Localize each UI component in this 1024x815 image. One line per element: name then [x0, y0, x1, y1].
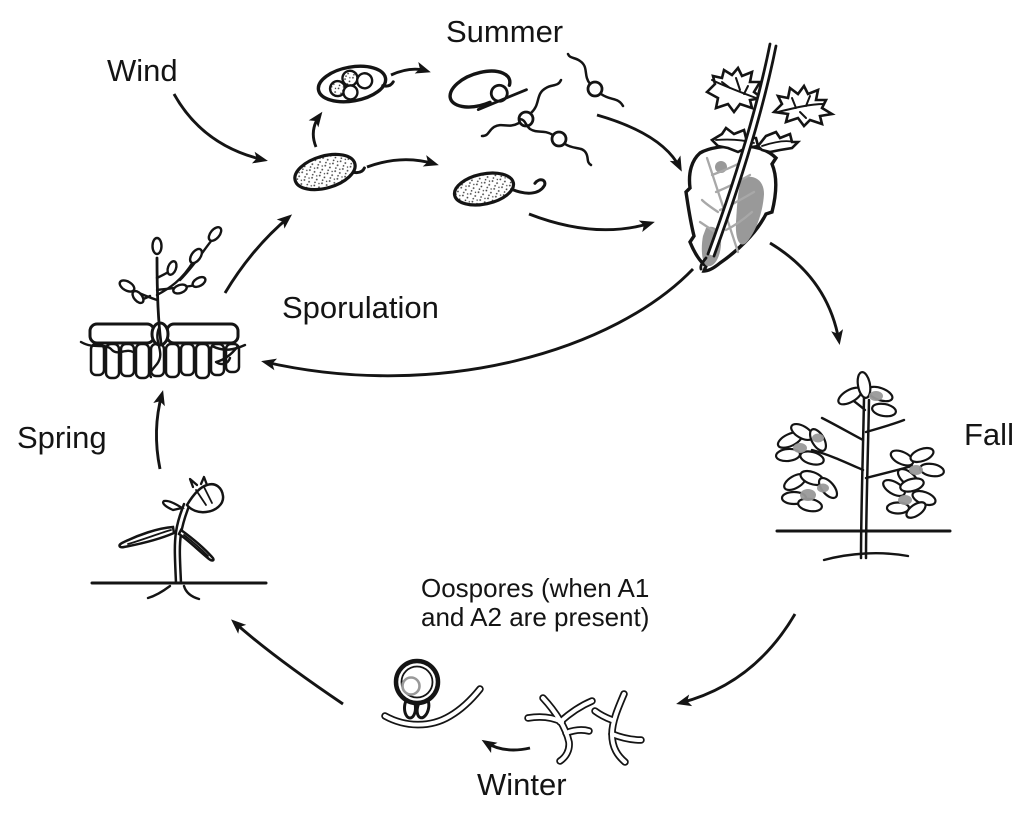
- fall-label: Fall: [964, 417, 1014, 452]
- oospores-label-line2: and A2 are present): [421, 602, 649, 632]
- sporulation-label: Sporulation: [282, 290, 439, 325]
- germinating-sporangium-icon: [452, 171, 547, 207]
- arrow-fall-to-winter: [676, 613, 797, 707]
- cycle-arrows: [153, 61, 844, 753]
- sporangium-with-zoospores-icon: [316, 64, 395, 104]
- winter-label: Winter: [477, 767, 567, 802]
- infected-leaf-icon: [684, 42, 836, 273]
- arrow-sporangium-to-release: [390, 61, 431, 77]
- summer-label: Summer: [446, 14, 563, 49]
- dispersed-sporangium-icon: [293, 152, 366, 192]
- oospores-label-line1: Oospores (when A1: [421, 573, 649, 603]
- wind-arrow: [172, 93, 268, 164]
- spring-seedling-icon: [90, 475, 268, 601]
- mating-hyphae-icon: [524, 690, 645, 766]
- fall-plant-icon: [774, 371, 952, 562]
- arrow-oospore-to-seedling: [231, 619, 344, 706]
- oospores-label: Oospores (when A1 and A2 are present): [421, 573, 649, 632]
- wind-label: Wind: [107, 53, 178, 88]
- arrow-leaf-to-fall-plant: [769, 241, 844, 345]
- sporulation-leaf-cross-section-icon: [79, 226, 247, 380]
- arrow-hyphae-to-oospore: [481, 739, 531, 753]
- arrow-germination-to-leaf: [528, 212, 655, 232]
- oospore-icon: [381, 658, 484, 729]
- spring-label: Spring: [17, 420, 107, 455]
- zoospores-icon: [480, 52, 625, 167]
- arrow-seedling-to-sporulation: [153, 390, 165, 470]
- sporangium-releasing-zoospores-icon: [448, 69, 528, 111]
- arrow-zoospores-to-leaf: [596, 113, 682, 172]
- arrow-leaf-to-sporulation: [261, 267, 695, 378]
- arrow-sporulation-to-sporangium: [223, 214, 293, 294]
- arrow-sporangium-up: [308, 111, 323, 148]
- arrow-sporangium-to-germination: [366, 155, 439, 169]
